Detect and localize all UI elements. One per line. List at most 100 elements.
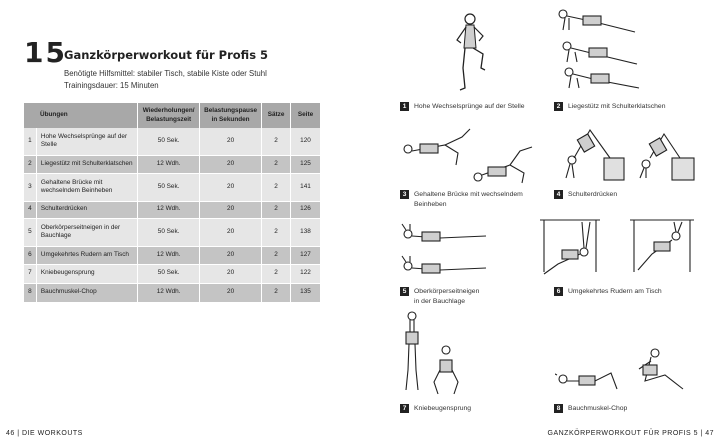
row-sets: 2 bbox=[261, 246, 292, 265]
squat-jump-illustration bbox=[405, 311, 459, 395]
caption-8-number: 8 bbox=[554, 404, 563, 413]
row-rest: 20 bbox=[199, 218, 263, 247]
pike-pushup-illustration bbox=[565, 128, 695, 181]
row-reps: 50 Sek. bbox=[137, 173, 201, 202]
bridge-illustration bbox=[403, 128, 533, 184]
workout-title: Ganzkörperworkout für Profis 5 bbox=[64, 48, 269, 62]
row-sets: 2 bbox=[261, 128, 292, 156]
caption-5-text-line1: Oberkörperseitneigen bbox=[414, 288, 480, 295]
header-sets: Sätze bbox=[261, 103, 292, 128]
footer-left: 46 | DIE WORKOUTS bbox=[6, 430, 83, 437]
caption-3: 3 Gehaltene Brücke mit wechselndem Beinhe… bbox=[400, 190, 523, 209]
right-page: 1 Hohe Wechselsprünge auf der Stelle 2 Lie… bbox=[360, 0, 720, 442]
row-rest: 20 bbox=[199, 155, 263, 174]
row-reps: 50 Sek. bbox=[137, 128, 201, 156]
row-rest: 20 bbox=[199, 283, 263, 303]
caption-3-text-line1: Gehaltene Brücke mit wechselndem bbox=[414, 191, 523, 198]
caption-3-number: 3 bbox=[400, 190, 409, 199]
caption-8: 8 Bauchmuskel-Chop bbox=[554, 404, 627, 414]
inverted-row-illustration bbox=[540, 219, 694, 275]
high-knees-illustration bbox=[456, 13, 486, 91]
row-reps: 12 Wdh. bbox=[137, 246, 201, 265]
row-exercise: Gehaltene Brücke mit wechselndem Beinheb… bbox=[36, 173, 139, 202]
caption-6-number: 6 bbox=[554, 287, 563, 296]
row-page: 122 bbox=[290, 264, 321, 284]
row-number: 2 bbox=[24, 155, 37, 174]
caption-6: 6 Umgekehrtes Rudern am Tisch bbox=[554, 287, 662, 297]
caption-4: 4 Schulterdrücken bbox=[554, 190, 617, 200]
row-sets: 2 bbox=[261, 173, 292, 202]
equipment-note: Benötigte Hilfsmittel: stabiler Tisch, s… bbox=[64, 69, 267, 78]
row-reps: 12 Wdh. bbox=[137, 283, 201, 303]
row-exercise: Oberkörperseitneigen in der Bauchlage bbox=[36, 218, 139, 247]
row-page: 126 bbox=[290, 201, 321, 219]
caption-7: 7 Kniebeugensprung bbox=[400, 404, 471, 414]
clap-pushup-illustration bbox=[558, 9, 640, 89]
footer-right: GANZKÖRPERWORKOUT FÜR PROFIS 5 | 47 bbox=[547, 430, 714, 437]
row-sets: 2 bbox=[261, 283, 292, 303]
caption-5-text-line2: in der Bauchlage bbox=[414, 297, 466, 305]
row-rest: 20 bbox=[199, 128, 263, 156]
table-row: 7 Kniebeugensprung 50 Sek. 20 2 122 bbox=[24, 264, 321, 284]
workout-table: Übungen Wiederholungen/ Belastungszeit B… bbox=[24, 103, 321, 303]
header-rest: Belastungspause in Sekunden bbox=[199, 103, 263, 128]
row-sets: 2 bbox=[261, 155, 292, 174]
row-number: 6 bbox=[24, 246, 37, 265]
table-row: 8 Bauchmuskel-Chop 12 Wdh. 20 2 135 bbox=[24, 283, 321, 303]
caption-7-text: Kniebeugensprung bbox=[414, 405, 472, 412]
table-row: 5 Oberkörperseitneigen in der Bauchlage … bbox=[24, 218, 321, 247]
row-number: 8 bbox=[24, 283, 37, 303]
caption-6-text: Umgekehrtes Rudern am Tisch bbox=[568, 288, 662, 295]
row-sets: 2 bbox=[261, 218, 292, 247]
row-rest: 20 bbox=[199, 264, 263, 284]
row-reps: 12 Wdh. bbox=[137, 201, 201, 219]
table-row: 1 Hohe Wechselsprünge auf der Stelle 50 … bbox=[24, 128, 321, 156]
row-page: 138 bbox=[290, 218, 321, 247]
table-header-row: Übungen Wiederholungen/ Belastungszeit B… bbox=[24, 103, 321, 128]
caption-3-text-line2: Beinheben bbox=[414, 200, 447, 208]
row-sets: 2 bbox=[261, 264, 292, 284]
table-row: 3 Gehaltene Brücke mit wechselndem Beinh… bbox=[24, 173, 321, 202]
row-reps: 12 Wdh. bbox=[137, 155, 201, 174]
row-sets: 2 bbox=[261, 201, 292, 219]
row-exercise: Umgekehrtes Rudern am Tisch bbox=[36, 246, 139, 265]
header-page: Seite bbox=[290, 103, 321, 128]
table-row: 2 Liegestütz mit Schulterklatschen 12 Wd… bbox=[24, 155, 321, 174]
row-exercise: Kniebeugensprung bbox=[36, 264, 139, 284]
caption-2-number: 2 bbox=[554, 102, 563, 111]
caption-7-number: 7 bbox=[400, 404, 409, 413]
left-page: 15 Ganzkörperworkout für Profis 5 Benöti… bbox=[6, 36, 321, 437]
row-rest: 20 bbox=[199, 246, 263, 265]
row-rest: 20 bbox=[199, 173, 263, 202]
row-page: 135 bbox=[290, 283, 321, 303]
caption-1: 1 Hohe Wechselsprünge auf der Stelle bbox=[400, 102, 525, 112]
row-reps: 50 Sek. bbox=[137, 218, 201, 247]
row-number: 1 bbox=[24, 128, 37, 156]
caption-4-text: Schulterdrücken bbox=[568, 191, 618, 198]
row-exercise: Bauchmuskel-Chop bbox=[36, 283, 139, 303]
row-rest: 20 bbox=[199, 201, 263, 219]
row-page: 120 bbox=[290, 128, 321, 156]
row-page: 141 bbox=[290, 173, 321, 202]
row-number: 4 bbox=[24, 201, 37, 219]
table-row: 4 Schulterdrücken 12 Wdh. 20 2 126 bbox=[24, 201, 321, 219]
row-number: 3 bbox=[24, 173, 37, 202]
caption-2-text: Liegestütz mit Schulterklatschen bbox=[568, 103, 666, 110]
caption-2: 2 Liegestütz mit Schulterklatschen bbox=[554, 102, 665, 112]
ab-chop-illustration bbox=[555, 348, 684, 390]
row-exercise: Hohe Wechselsprünge auf der Stelle bbox=[36, 128, 139, 156]
row-number: 7 bbox=[24, 264, 37, 284]
row-page: 125 bbox=[290, 155, 321, 174]
duration-note: Trainingsdauer: 15 Minuten bbox=[64, 81, 159, 90]
workout-number: 15 bbox=[24, 36, 67, 69]
caption-4-number: 4 bbox=[554, 190, 563, 199]
caption-1-text: Hohe Wechselsprünge auf der Stelle bbox=[414, 103, 525, 110]
table-row: 6 Umgekehrtes Rudern am Tisch 12 Wdh. 20… bbox=[24, 246, 321, 265]
header-reps: Wiederholungen/ Belastungszeit bbox=[137, 103, 201, 128]
caption-1-number: 1 bbox=[400, 102, 409, 111]
row-exercise: Schulterdrücken bbox=[36, 201, 139, 219]
caption-8-text: Bauchmuskel-Chop bbox=[568, 405, 628, 412]
row-number: 5 bbox=[24, 218, 37, 247]
header-exercises: Übungen bbox=[24, 103, 139, 128]
